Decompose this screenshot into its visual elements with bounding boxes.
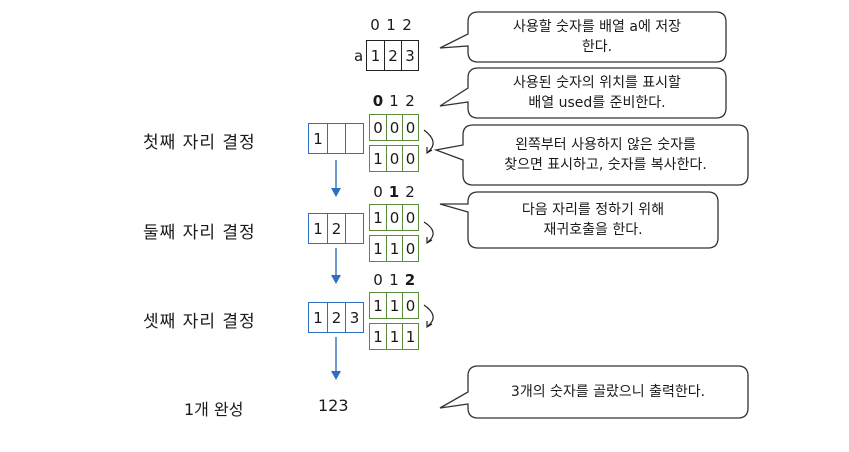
index-label: 0 [370, 16, 380, 34]
stage-label-3: 셋째 자리 결정 [143, 312, 256, 332]
used-cell: 0 [386, 146, 402, 171]
used-array-before-2: 1 0 0 [369, 204, 419, 231]
callout-text-5: 3개의 숫자를 골랐으니 출력한다. [510, 384, 706, 400]
array-a-name: a [354, 47, 364, 65]
array-a-indices: 0 1 2 [367, 16, 415, 34]
used-array-before-1: 0 0 0 [369, 114, 419, 141]
array-a-cell: 2 [384, 41, 401, 70]
used-cell: 0 [402, 236, 418, 261]
callout-bubble-3 [433, 124, 749, 186]
down-arrow-1 [331, 160, 341, 197]
used-cell: 1 [386, 293, 402, 318]
curved-arrow-3 [423, 304, 434, 329]
index-label-highlighted: 0 [372, 92, 384, 110]
callout-bubble-2 [439, 67, 727, 119]
index-label: 1 [389, 92, 399, 110]
result-cell: 3 [345, 303, 363, 332]
result-array-3: 1 2 3 [308, 302, 364, 333]
index-label: 0 [373, 271, 383, 289]
used-cell: 1 [373, 327, 383, 346]
index-label: 2 [402, 16, 412, 34]
used-cell: 1 [373, 208, 383, 227]
used-cell: 0 [373, 118, 383, 137]
used-cell: 0 [402, 146, 418, 171]
used-array-after-2: 1 1 0 [369, 235, 419, 262]
used-cell: 1 [373, 296, 383, 315]
used-cell: 0 [402, 205, 418, 230]
array-a-cell: 1 [370, 46, 381, 65]
result-cell [345, 124, 363, 153]
result-array-1: 1 [308, 123, 364, 154]
used-cell: 0 [386, 205, 402, 230]
index-label: 1 [389, 271, 399, 289]
curved-arrow-2 [423, 221, 434, 245]
callout-text-1: 사용할 숫자를 배열 a에 저장 한다. [512, 19, 682, 55]
index-label-highlighted: 1 [388, 183, 400, 201]
used-cell: 1 [373, 149, 383, 168]
used-cell: 0 [402, 293, 418, 318]
curved-arrow-1 [423, 129, 434, 155]
result-cell: 1 [313, 219, 323, 238]
down-arrow-2 [331, 248, 341, 284]
callout-bubble-4 [439, 191, 719, 249]
result-cell [345, 214, 363, 243]
index-label: 2 [405, 183, 415, 201]
used-array-before-3: 1 1 0 [369, 292, 419, 319]
array-a: 1 2 3 [366, 40, 419, 71]
stage-label-1: 첫째 자리 결정 [143, 133, 256, 153]
index-label: 0 [373, 183, 383, 201]
callout-text-2: 사용된 숫자의 위치를 표시할 배열 used를 준비한다. [513, 75, 681, 111]
used-cell: 1 [373, 239, 383, 258]
used-cell: 1 [386, 236, 402, 261]
callout-text-3: 왼쪽부터 사용하지 않은 숫자를 찾으면 표시하고, 숫자를 복사한다. [504, 137, 707, 173]
used-indices-1: 0 1 2 [370, 92, 418, 110]
used-array-after-1: 1 0 0 [369, 145, 419, 172]
final-value: 123 [318, 396, 349, 415]
stage-label-2: 둘째 자리 결정 [143, 223, 256, 243]
used-indices-3: 0 1 2 [370, 271, 418, 289]
used-cell: 0 [386, 115, 402, 140]
array-a-cell: 3 [401, 41, 418, 70]
final-label: 1개 완성 [184, 400, 244, 419]
result-cell: 1 [313, 129, 323, 148]
index-label: 2 [405, 92, 415, 110]
result-cell [327, 124, 345, 153]
result-cell: 2 [327, 214, 345, 243]
down-arrow-3 [331, 337, 341, 380]
index-label-highlighted: 2 [404, 271, 416, 289]
callout-bubble-5 [439, 365, 749, 419]
used-indices-2: 0 1 2 [370, 183, 418, 201]
used-cell: 1 [402, 324, 418, 349]
used-array-after-3: 1 1 1 [369, 323, 419, 350]
result-cell: 1 [313, 308, 323, 327]
callout-bubble-1 [439, 11, 727, 63]
used-cell: 0 [402, 115, 418, 140]
used-cell: 1 [386, 324, 402, 349]
result-array-2: 1 2 [308, 213, 364, 244]
callout-text-4: 다음 자리를 정하기 위해 재귀호출을 한다. [521, 202, 665, 238]
index-label: 1 [386, 16, 396, 34]
result-cell: 2 [327, 303, 345, 332]
